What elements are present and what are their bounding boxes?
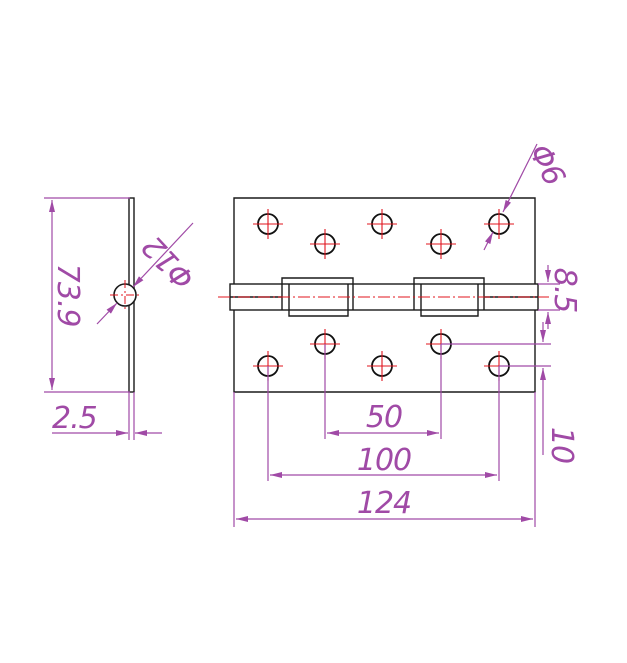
pin-diameter-leader — [132, 222, 194, 288]
pin-diameter-label: Φ12 — [136, 229, 202, 296]
knuckle-lower-2 — [420, 284, 479, 317]
knuckle-upper-1 — [281, 277, 354, 310]
side-view — [110, 197, 140, 393]
knuckle-upper-2 — [413, 277, 485, 310]
pin-diameter-leader — [96, 302, 118, 325]
screw-holes — [253, 209, 514, 381]
front-dimensions — [233, 143, 560, 527]
hole-diameter-leader — [483, 231, 494, 251]
hole-diameter-label: Φ6 — [522, 139, 572, 191]
width-label: 124 — [357, 486, 411, 521]
height-label: 73.9 — [50, 264, 85, 327]
lower-leaf-outline — [233, 310, 536, 393]
side-dimensions — [44, 197, 194, 440]
spacing-100-label: 100 — [357, 443, 411, 478]
upper-leaf-outline — [233, 197, 536, 284]
spacing-50-label: 50 — [366, 400, 402, 435]
hole-diameter-leader — [502, 143, 538, 213]
knuckle-label: 8.5 — [547, 268, 582, 313]
thickness-label: 2.5 — [52, 401, 97, 436]
knuckle-lower-1 — [288, 284, 349, 317]
edge-offset-label: 10 — [544, 427, 579, 463]
